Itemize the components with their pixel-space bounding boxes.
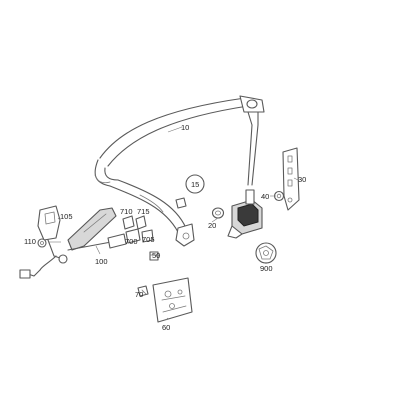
part-700-cover[interactable] [125,228,141,244]
callout-30: 30 [298,175,306,184]
part-15-clip[interactable] [175,174,205,209]
part-30-height-adjuster[interactable] [282,147,300,211]
callout-60: 60 [162,323,170,332]
callout-100: 100 [95,257,108,266]
callout-20: 20 [208,221,216,230]
callout-70: 70 [135,290,143,299]
lower-anchor-bracket[interactable] [175,223,195,247]
part-50-screw[interactable] [149,251,159,261]
callout-900: 900 [260,264,273,273]
part-10-belt-webbing[interactable] [94,97,249,244]
buckle-wiring-harness[interactable] [19,254,68,279]
callout-700: 700 [125,237,138,246]
part-900-pretensioner[interactable] [255,242,277,264]
part-20-bolt[interactable] [211,207,225,219]
part-715-cover[interactable] [135,215,147,230]
part-710-cover[interactable] [122,215,135,230]
part-105-buckle-housing[interactable] [37,205,61,259]
callout-715: 715 [137,207,150,216]
callout-50: 50 [152,251,160,260]
leader-lines [48,126,299,321]
part-60-control-module[interactable] [152,277,193,323]
belt-retractor-assembly[interactable] [227,189,263,239]
part-110-nut[interactable] [37,238,47,248]
callout-110: 110 [24,237,36,246]
callout-710: 710 [120,207,133,216]
callout-15: 15 [191,180,199,189]
part-705-cap[interactable] [141,229,154,243]
upper-guide-loop[interactable] [239,95,265,186]
part-100-buckle[interactable] [67,207,127,251]
callout-105: 105 [60,212,73,221]
callout-40: 40 [261,192,269,201]
callout-705: 705 [142,235,155,244]
callout-10: 10 [181,123,189,132]
